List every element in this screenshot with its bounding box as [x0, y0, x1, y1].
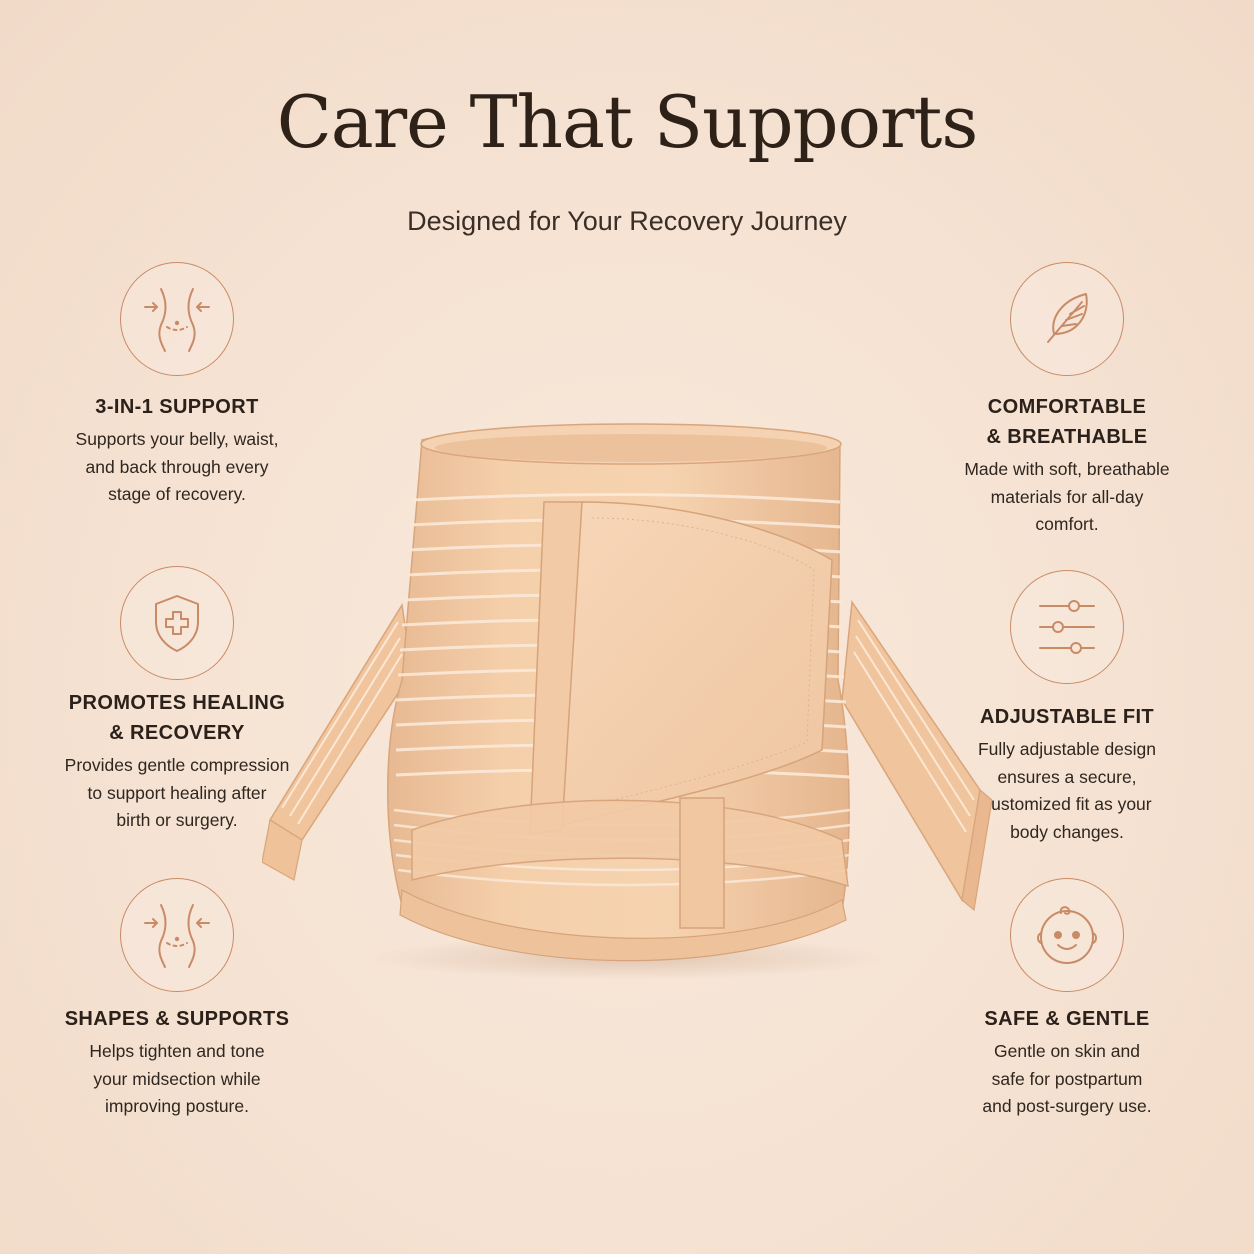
- feature-shapes-supports: SHAPES & SUPPORTS Helps tighten and tone…: [32, 878, 322, 1121]
- feature-description: Supports your belly, waist, and back thr…: [75, 429, 279, 504]
- feature-title: PROMOTES HEALING & RECOVERY: [68, 692, 286, 744]
- page-subtitle: Designed for Your Recovery Journey: [407, 206, 847, 236]
- feature-safe-gentle: SAFE & GENTLE Gentle on skin and safe fo…: [922, 878, 1212, 1121]
- feature-title: SHAPES & SUPPORTS: [64, 1008, 290, 1030]
- baby-face-icon: [1010, 878, 1124, 992]
- feature-description: Helps tighten and tone your midsection w…: [89, 1041, 265, 1116]
- feature-promotes-healing: PROMOTES HEALING & RECOVERY Provides gen…: [32, 566, 322, 835]
- feature-title: ADJUSTABLE FIT: [979, 706, 1155, 728]
- feather-icon: [1010, 262, 1124, 376]
- feature-description: Made with soft, breathable materials for…: [964, 459, 1170, 534]
- page-title: Care That Supports: [276, 80, 979, 164]
- waist-compression-icon: [120, 878, 234, 992]
- feature-title: SAFE & GENTLE: [984, 1008, 1150, 1030]
- feature-description: Fully adjustable design ensures a secure…: [977, 739, 1157, 842]
- feature-adjustable-fit: ADJUSTABLE FIT Fully adjustable design e…: [922, 570, 1212, 846]
- feature-3in1-support: 3-IN-1 SUPPORT Supports your belly, wais…: [32, 262, 322, 509]
- belly-wrap-product-image: [262, 423, 992, 980]
- waist-compression-icon: [120, 262, 234, 376]
- shield-plus-icon: [120, 566, 234, 680]
- feature-description: Provides gentle compression to support h…: [64, 755, 290, 830]
- feature-title: 3-IN-1 SUPPORT: [95, 396, 259, 418]
- sliders-icon: [1010, 570, 1124, 684]
- feature-description: Gentle on skin and safe for postpartum a…: [982, 1041, 1152, 1116]
- feature-comfortable-breathable: COMFORTABLE & BREATHABLE Made with soft,…: [922, 262, 1212, 539]
- feature-title: COMFORTABLE & BREATHABLE: [986, 396, 1148, 448]
